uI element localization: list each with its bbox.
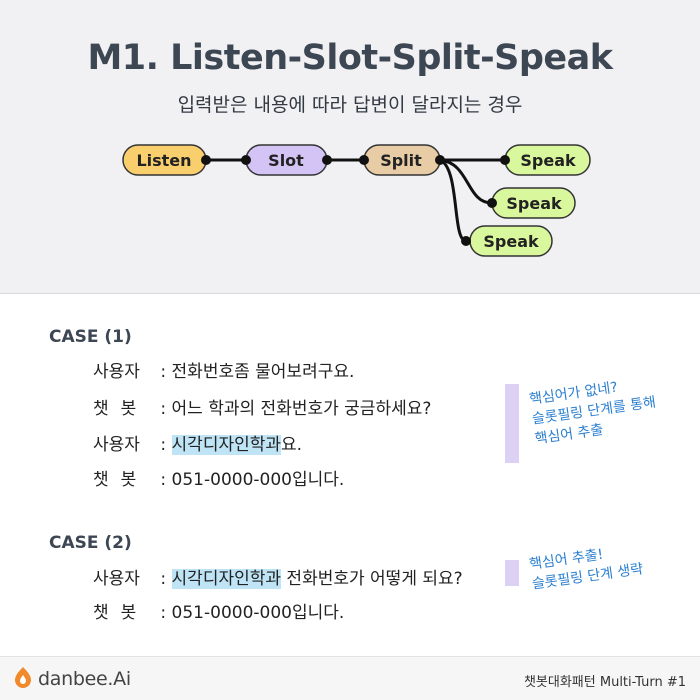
case-1-line-3: 사용자 : 시각디자인학과요. [93,430,302,455]
node-split-label: Split [380,151,422,170]
node-speak-3-label: Speak [483,232,539,251]
flow-diagram: Listen Slot Split Speak Speak Speak [122,144,591,257]
speaker-user: 사용자 [93,362,140,382]
port-dot [500,155,510,165]
node-listen-label: Listen [136,151,191,170]
utterance: 051-0000-000입니다. [171,603,345,623]
flame-icon [14,666,32,692]
node-listen: Listen [122,144,207,176]
node-split: Split [363,144,441,176]
node-speak-1-label: Speak [520,151,576,170]
utterance: 전화번호좀 물어보려구요. [171,362,355,382]
page-subtitle: 입력받은 내용에 따라 답변이 달라지는 경우 [177,94,523,116]
port-dot [435,155,445,165]
slot-highlight: 시각디자인학과 [171,435,282,455]
case-1-line-2: 챗봇 : 어느 학과의 전화번호가 궁금하세요? [93,394,431,419]
footer: danbee.Ai 챗봇대화패턴 Multi-Turn #1 [0,656,700,700]
case-2-line-1: 사용자 : 시각디자인학과 전화번호가 어떻게 되요? [93,564,463,589]
utterance: 어느 학과의 전화번호가 궁금하세요? [171,399,432,419]
speaker-bot: 챗봇 [93,470,149,490]
utterance: 전화번호가 어떻게 되요? [281,569,463,589]
series-label: 챗봇대화패턴 Multi-Turn #1 [523,675,686,690]
separator: : [155,603,172,623]
node-slot: Slot [245,144,328,176]
separator: : [155,399,172,419]
port-dot [487,198,497,208]
speaker-user: 사용자 [93,569,140,589]
node-slot-label: Slot [268,151,304,170]
case-2-line-2: 챗봇 : 051-0000-000입니다. [93,598,344,623]
page-title: M1. Listen-Slot-Split-Speak [87,38,613,78]
brand-logo: danbee.Ai [14,666,131,692]
port-dot [241,155,251,165]
case-2-title: CASE (2) [49,533,132,553]
header-panel: M1. Listen-Slot-Split-Speak 입력받은 내용에 따라 … [0,0,700,294]
node-speak-2: Speak [491,187,576,219]
node-speak-1: Speak [504,144,591,176]
node-speak-3: Speak [469,225,553,257]
utterance: 요. [281,435,303,455]
speaker-bot: 챗봇 [93,399,149,419]
note-marker-bar [505,384,519,463]
separator: : [155,362,172,382]
slot-highlight: 시각디자인학과 [171,569,282,589]
port-dot [201,155,211,165]
case-1-note: 핵심어가 없네? 슬롯필링 단계를 통해 핵심어 추출 [528,373,660,450]
speaker-user: 사용자 [93,435,140,455]
separator: : [155,435,172,455]
port-dot [359,155,369,165]
case-2-note: 핵심어 추출! 슬롯필링 단계 생략 [528,539,644,594]
case-1-line-4: 챗봇 : 051-0000-000입니다. [93,465,344,490]
separator: : [155,470,172,490]
port-dot [461,236,471,246]
speaker-bot: 챗봇 [93,603,149,623]
utterance: 051-0000-000입니다. [171,470,345,490]
separator: : [155,569,172,589]
case-1-line-1: 사용자 : 전화번호좀 물어보려구요. [93,357,354,382]
node-speak-2-label: Speak [506,194,562,213]
case-1-title: CASE (1) [49,327,132,347]
edge-split-speak2 [439,158,493,205]
brand-name: danbee.Ai [38,668,131,690]
port-dot [322,155,332,165]
note-marker-bar [505,560,519,586]
